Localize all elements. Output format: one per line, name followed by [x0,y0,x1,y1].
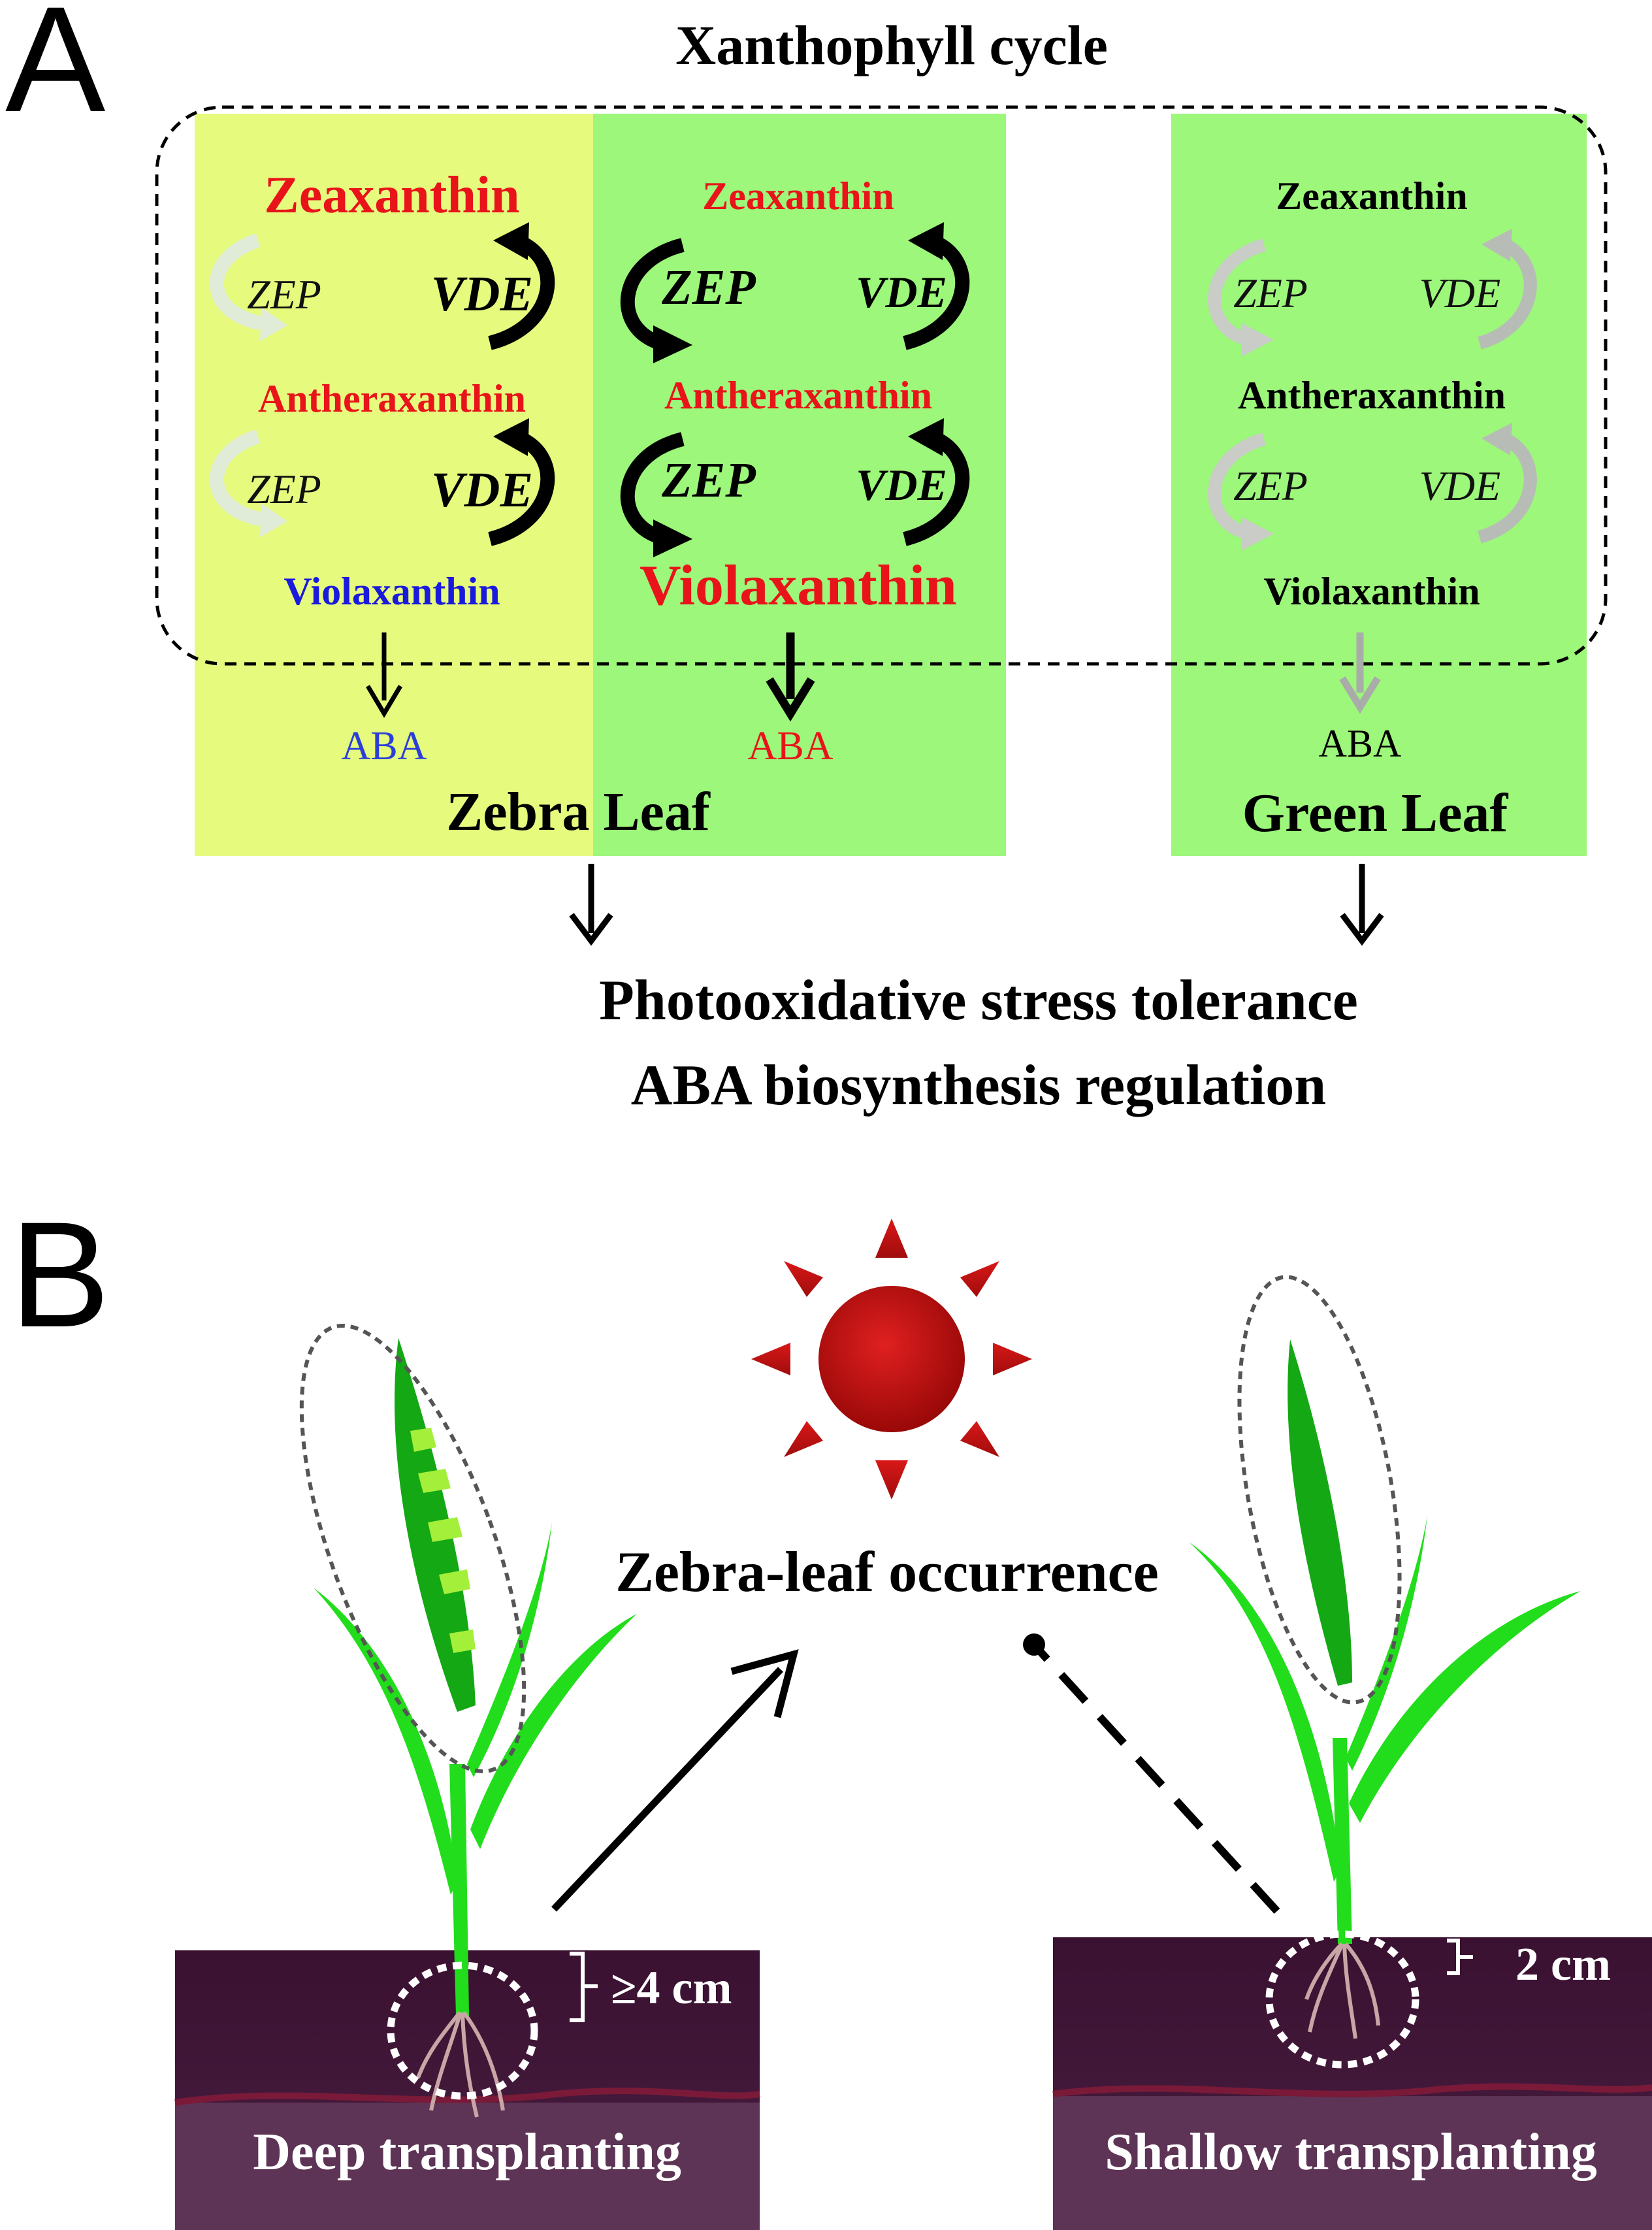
zebra-yellow-column: Zeaxanthin Antheraxanthin Violaxanthin Z… [209,167,555,768]
dashed-arrow-icon [1035,1647,1280,1914]
arrowhead-icon [1482,229,1512,261]
deep-root-circle [387,1961,538,2100]
depth-bracket-icon [1447,1939,1473,1975]
zebra-leaf-occurrence-label: Zebra-leaf occurrence [615,1541,1159,1604]
zep-arrow-icon [620,432,685,544]
violaxanthin-label: Violaxanthin [640,554,957,617]
depth-bracket-icon [570,1952,598,2022]
panel-a-label: A [5,0,105,143]
deep-soil-lower [175,2103,760,2230]
shallow-leaf-highlight [1237,1275,1402,1705]
outcome-line-2: ABA biosynthesis regulation [631,1054,1326,1117]
shallow-transplanting-group: 2 cm Shallow transplanting [1052,1275,1652,2230]
vde-arrow-icon [488,235,555,350]
green-leaf-label: Green Leaf [1242,783,1509,844]
zep-arrow-icon [1208,433,1266,539]
zeaxanthin-label: Zeaxanthin [702,174,894,218]
zep-label: ZEP [247,271,321,318]
deep-transplanting-label: Deep transplanting [253,2123,681,2181]
arrowhead-icon [493,222,529,260]
zep-label: ZEP [661,260,756,315]
xanthophyll-cycle-title: Xanthophyll cycle [675,14,1108,76]
vde-arrow-icon [488,431,555,546]
zep-arrow-icon [620,238,685,350]
arrowhead-icon [493,418,529,456]
vde-arrow-icon [903,235,970,350]
shallow-depth-label: 2 cm [1515,1938,1611,1990]
shallow-roots-icon [1304,1942,1380,2039]
arrowhead-icon [908,222,944,260]
outcome-line-1: Photooxidative stress tolerance [599,969,1358,1032]
arrowhead-icon [569,913,613,946]
zebra-leaf-label: Zebra Leaf [446,781,711,842]
arrowhead-icon [1241,323,1274,357]
shallow-plant-icon [1189,1339,1581,1944]
soil-line [1052,2083,1652,2097]
zep-label: ZEP [661,453,756,508]
arrowhead-icon [1482,423,1512,455]
deep-leaf-highlight [299,1324,526,1773]
zep-arrow-icon [1208,238,1266,345]
vde-arrow-icon [1478,239,1537,350]
panel-a: A Xanthophyll cycle Zeaxanthin Antheraxa… [5,0,1608,1117]
zebra-green-column: Zeaxanthin Antheraxanthin Violaxanthin Z… [620,174,970,768]
green-leaf-background [1171,114,1587,856]
solid-arrow-icon [551,1667,783,1912]
zep-label: ZEP [247,466,321,512]
shallow-soil-lower [1053,2096,1652,2230]
arrowhead-icon [1339,676,1381,714]
aba-label: ABA [1319,722,1402,765]
zep-label: ZEP [1233,270,1308,316]
arrowhead-icon [766,677,815,722]
arrowhead-icon [260,503,287,537]
vde-label: VDE [431,267,533,321]
vde-label: VDE [431,463,533,517]
arrowhead-icon [260,307,287,341]
xanthophyll-cycle-dashed-box [155,105,1608,666]
soil-line [174,2088,760,2106]
green-leaf-column: Zeaxanthin Antheraxanthin Violaxanthin Z… [1208,174,1537,765]
antheraxanthin-label: Antheraxanthin [258,377,526,420]
deep-depth-label: ≥4 cm [611,1961,732,2014]
deep-plant-icon [314,1338,637,2016]
sun-icon [751,1219,1032,1500]
shallow-root-circle [1265,1930,1419,2069]
vde-arrow-icon [903,431,970,546]
zep-arrow-icon [209,233,263,331]
aba-label: ABA [342,724,427,768]
panel-b: B Zebra-leaf occurrence [10,1190,1652,2230]
vde-label: VDE [1419,463,1500,509]
zeaxanthin-label: Zeaxanthin [1276,174,1467,218]
zeaxanthin-label: Zeaxanthin [264,167,519,224]
arrowhead-icon [908,418,944,456]
violaxanthin-label: Violaxanthin [1263,570,1480,613]
aba-label: ABA [748,724,834,768]
arrowhead-icon [653,519,692,557]
deep-roots-icon [416,2011,505,2118]
vde-arrow-icon [1478,433,1537,544]
antheraxanthin-label: Antheraxanthin [1238,374,1506,417]
vde-label: VDE [1419,270,1500,316]
blunt-end-icon [1023,1633,1045,1656]
arrowhead-icon [1241,517,1274,551]
zep-label: ZEP [1233,463,1308,509]
panel-b-label: B [10,1190,110,1358]
violaxanthin-label: Violaxanthin [283,570,500,613]
vde-label: VDE [856,460,947,510]
antheraxanthin-label: Antheraxanthin [664,374,932,417]
arrowhead-icon [730,1649,799,1718]
zep-arrow-icon [209,429,263,527]
arrowhead-icon [365,685,403,718]
arrowhead-icon [1340,913,1384,946]
shallow-transplanting-label: Shallow transplanting [1105,2123,1597,2181]
arrowhead-icon [653,325,692,363]
vde-label: VDE [856,267,947,317]
deep-transplanting-group: ≥4 cm Deep transplanting [174,1324,760,2230]
